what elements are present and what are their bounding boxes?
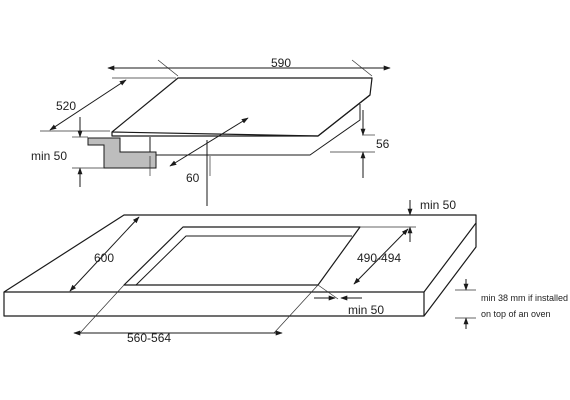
bracket-clearance-dimension: min 50 [31,117,104,187]
thickness-note-line2: on top of an oven [481,309,551,319]
worktop-front-face [3,292,425,317]
front-clearance-label: min 50 [348,303,384,317]
front-clearance-dimension: min 50 [314,284,384,317]
hob-drawing [87,77,373,169]
mounting-bracket [87,137,157,169]
cutout-depth-dimension: 490-494 [353,228,409,285]
bracket-depth-label: 60 [186,171,200,185]
bracket-depth-dimension: 60 [149,117,249,206]
rear-clearance-label: min 50 [420,198,456,212]
worktop-depth-dimension: 600 [69,216,140,292]
hob-height-label: 56 [376,137,390,151]
cutout-width-dimension: 560-564 [73,284,319,345]
hob-front-edge [111,94,371,137]
worktop-side-face [423,223,477,317]
rear-clearance-dimension: min 50 [360,198,456,242]
cutout-inner-edge [135,235,352,286]
hob-body [149,104,361,156]
hob-depth-label: 520 [56,99,76,113]
worktop-thickness-dimension: min 38 mm if installed on top of an oven [455,279,568,329]
hob-top-surface [111,77,373,137]
thickness-note-line1: min 38 mm if installed [481,293,568,303]
hob-width-dimension: 590 [107,56,391,77]
hob-height-dimension: 56 [330,110,390,178]
cutout-depth-label: 490-494 [357,251,401,265]
worktop-depth-label: 600 [94,251,114,265]
hob-depth-dimension: 520 [40,77,176,132]
hob-width-label: 590 [271,56,291,70]
worktop-drawing [3,214,477,317]
bracket-clearance-label: min 50 [31,149,67,163]
cutout-width-label: 560-564 [127,331,171,345]
